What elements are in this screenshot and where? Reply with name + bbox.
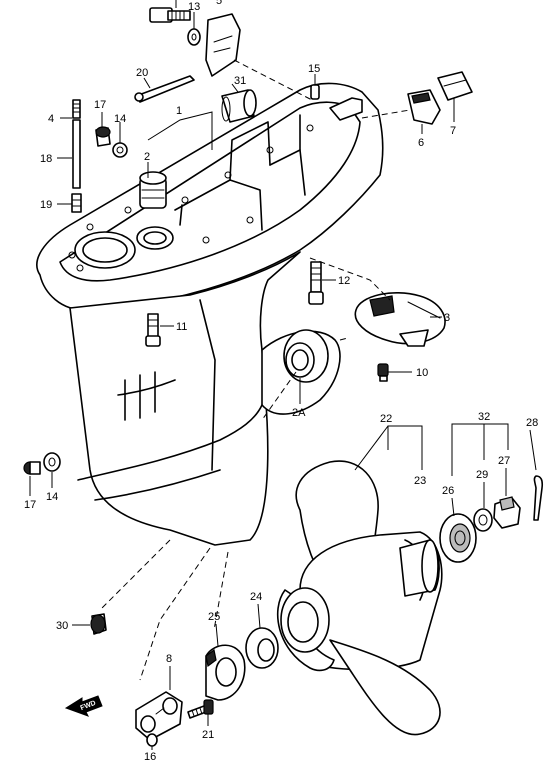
screw-10 [377, 363, 389, 382]
dowel-pin [310, 84, 320, 100]
callout-26: 26 [442, 485, 454, 497]
callout-2: 2 [144, 151, 150, 163]
cable-tie [134, 75, 195, 103]
callout-11: 11 [176, 321, 187, 333]
callout-14-lower: 14 [46, 491, 58, 503]
drain-plug-lower [23, 461, 41, 475]
callout-8: 8 [166, 653, 172, 665]
callout-10: 10 [416, 367, 428, 379]
gear-case-housing [36, 82, 384, 546]
callout-14-top: 14 [114, 113, 126, 125]
anode-30 [90, 613, 107, 635]
bearing-2A [283, 329, 329, 383]
callout-6: 6 [418, 137, 424, 149]
callout-21: 21 [202, 729, 214, 741]
callout-22: 22 [380, 413, 392, 425]
thrust-washer-24 [245, 627, 279, 669]
callout-labels: 1 2 2A 3 4 5 6 7 8 10 11 12 13 14 14 15 … [24, 0, 538, 763]
leader-lines [29, 0, 537, 750]
bolt-5 [149, 7, 191, 23]
callout-1: 1 [176, 105, 182, 117]
propeller [277, 460, 443, 736]
callout-7: 7 [450, 125, 456, 137]
callout-30: 30 [56, 620, 68, 632]
callout-5: 5 [216, 0, 222, 7]
collar-16 [146, 733, 158, 747]
washer-29 [473, 508, 493, 532]
callout-31: 31 [234, 75, 246, 87]
assembly-dashed-lines [99, 59, 411, 681]
propeller-nut [493, 496, 521, 529]
callout-23: 23 [414, 475, 426, 487]
washer-13 [187, 28, 201, 46]
plug-31 [221, 89, 257, 123]
cotter-pin [533, 475, 544, 521]
callout-32: 32 [478, 411, 490, 423]
bracket-8 [135, 691, 183, 741]
bolt-11 [145, 313, 161, 347]
callout-20: 20 [136, 67, 148, 79]
stud-bolt [71, 99, 82, 213]
callout-2A: 2A [292, 407, 306, 419]
callout-12: 12 [338, 275, 350, 287]
callout-17-top: 17 [94, 99, 106, 111]
bolt-21 [187, 699, 214, 719]
callout-17-lower: 17 [24, 499, 36, 511]
callout-18: 18 [40, 153, 52, 165]
callout-16: 16 [144, 751, 156, 763]
trim-tab-block [205, 13, 241, 77]
bolt-12 [308, 261, 324, 305]
washer-14-top [112, 142, 128, 158]
bracket-7 [437, 71, 473, 101]
callout-19: 19 [40, 199, 52, 211]
callout-3: 3 [444, 312, 450, 324]
spacer-25 [205, 644, 246, 701]
anode-6 [407, 89, 441, 125]
drain-plug-top [95, 126, 111, 147]
callout-4: 4 [48, 113, 54, 125]
callout-25: 25 [208, 611, 220, 623]
callout-28: 28 [526, 417, 538, 429]
callout-15: 15 [308, 63, 320, 75]
liner-bushing [139, 171, 167, 209]
trim-tab-anode [354, 292, 446, 347]
callout-29: 29 [476, 469, 488, 481]
thrust-washer-26 [439, 513, 477, 563]
callout-27: 27 [498, 455, 510, 467]
callout-24: 24 [250, 591, 262, 603]
callout-13: 13 [188, 1, 200, 13]
washer-14-lower [43, 452, 61, 472]
forward-direction-arrow: FWD [64, 695, 103, 717]
